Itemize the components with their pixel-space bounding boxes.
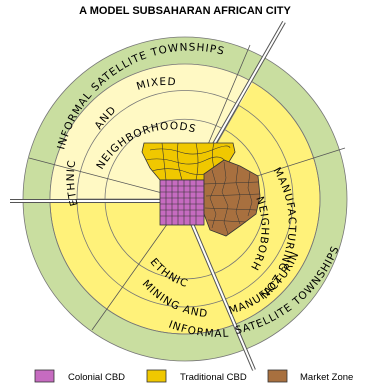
legend-swatch-market-zone bbox=[267, 369, 288, 383]
label-ethnic-left: ETHNIC bbox=[65, 159, 81, 207]
legend-label-market-zone: Market Zone bbox=[300, 372, 353, 383]
legend: Colonial CBD Traditional CBD Market Zone bbox=[34, 369, 353, 383]
diagram-title: A MODEL SUBSAHARAN AFRICAN CITY bbox=[79, 5, 291, 17]
legend-label-colonial-cbd: Colonial CBD bbox=[68, 372, 125, 383]
market-zone bbox=[203, 159, 261, 237]
colonial-cbd bbox=[159, 179, 205, 226]
legend-swatch-colonial-cbd bbox=[34, 369, 55, 383]
legend-swatch-traditional-cbd bbox=[146, 369, 167, 383]
legend-label-traditional-cbd: Traditional CBD bbox=[180, 372, 247, 383]
